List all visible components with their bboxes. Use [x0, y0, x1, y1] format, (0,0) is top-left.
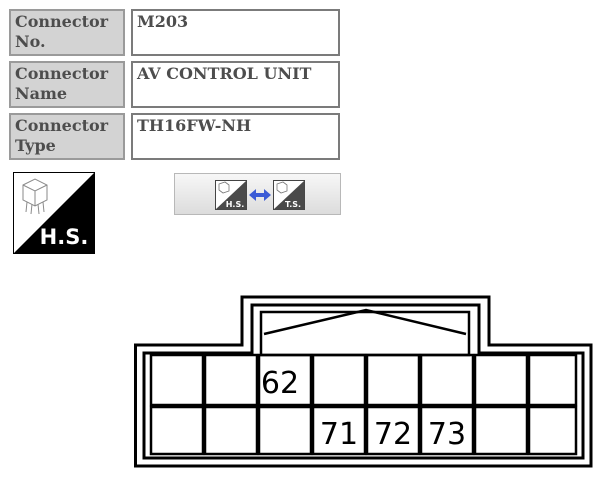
pin-grid — [149, 353, 578, 456]
info-value-name: AV CONTROL UNIT — [131, 61, 340, 108]
info-label-type: Connector Type — [9, 113, 125, 160]
pin-73-label: 73 — [428, 417, 466, 452]
toggle-left-label: H.S. — [226, 200, 245, 209]
info-row-name: Connector Name AV CONTROL UNIT — [9, 61, 340, 108]
toggle-right-label: T.S. — [285, 200, 301, 209]
connector-lock — [259, 308, 471, 357]
view-toggle-button[interactable]: H.S. T.S. — [174, 173, 341, 215]
pin-71-label: 71 — [320, 417, 358, 452]
pin-62-label: 62 — [261, 366, 299, 401]
info-label-name: Connector Name — [9, 61, 125, 108]
harness-side-mini-icon: H.S. — [215, 180, 247, 210]
double-arrow-icon — [249, 189, 271, 201]
connector-housing-inner — [142, 303, 585, 460]
connector-harness-side-icon — [22, 178, 48, 215]
connector-housing-outer — [134, 295, 593, 468]
badge-label: H.S. — [40, 225, 89, 249]
terminal-side-mini-icon: T.S. — [273, 180, 305, 210]
connector-info-table: Connector No. M203 Connector Name AV CON… — [9, 9, 340, 165]
info-value-number: M203 — [131, 9, 340, 56]
info-label-number: Connector No. — [9, 9, 125, 56]
info-value-type: TH16FW-NH — [131, 113, 340, 160]
pin-72-label: 72 — [374, 417, 412, 452]
harness-side-badge: H.S. — [13, 172, 95, 254]
info-row-type: Connector Type TH16FW-NH — [9, 113, 340, 160]
connector-face-diagram: 62 71 72 73 — [134, 292, 594, 468]
info-row-number: Connector No. M203 — [9, 9, 340, 56]
